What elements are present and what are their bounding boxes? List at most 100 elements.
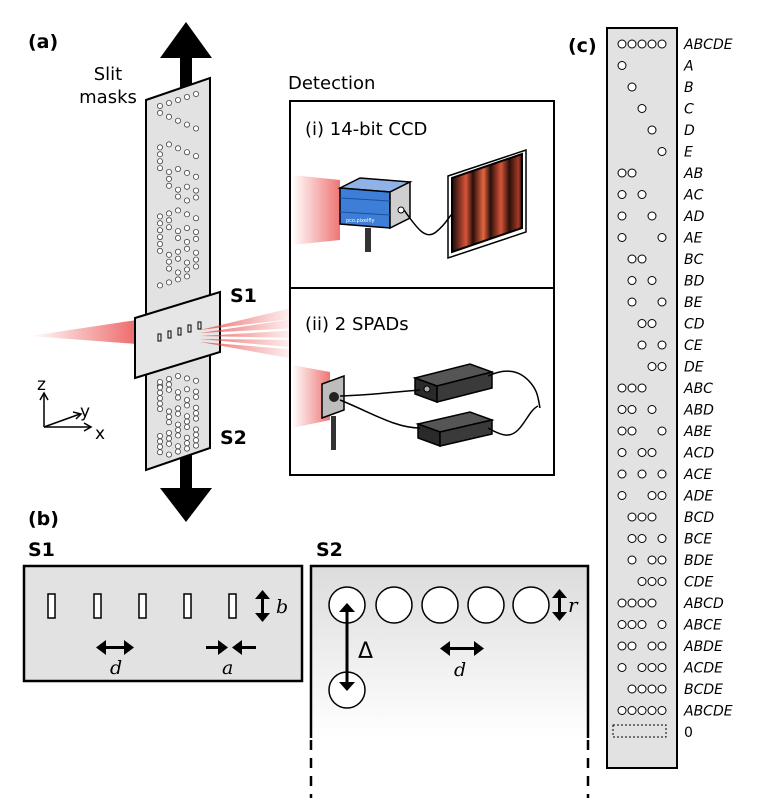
mask-hole (183, 266, 190, 273)
mask-hole (192, 388, 199, 395)
mask-row-label: AE (683, 231, 703, 247)
mask-hole (192, 187, 199, 194)
mask-row: ACDE (617, 661, 723, 677)
mask-hole (165, 381, 172, 388)
s2-label: S2 (220, 427, 247, 449)
mask-row: CDE (637, 575, 714, 591)
mask-hole (192, 415, 199, 422)
mask-row: ABCE (617, 618, 722, 634)
mask-hole (174, 421, 181, 428)
mask-row: BE (627, 295, 703, 311)
mask-row-label: E (684, 145, 693, 161)
slit-hole (647, 491, 657, 500)
mask-row: DE (647, 360, 704, 376)
empty-row-box (612, 724, 667, 738)
axis-y-label: y (80, 402, 90, 422)
mask-layout-rows: ABCDEABCDEABACADAEBCBDBECDCEDEABCABDABEA… (612, 37, 733, 741)
slit-hole (617, 405, 627, 414)
mask-row-label: ACE (683, 467, 712, 483)
mask-row: ABD (617, 403, 714, 419)
mask-hole (183, 225, 190, 232)
mask-hole (192, 431, 199, 438)
mask-hole (165, 451, 172, 458)
mask-row-label: BDE (684, 553, 713, 569)
mask-hole (192, 263, 199, 270)
mask-hole (192, 125, 199, 132)
down-arrow-icon (160, 455, 212, 522)
slit-hole (627, 534, 637, 543)
slit-hole (627, 405, 637, 414)
spad-detector-2-icon (415, 411, 495, 448)
slit-hole (647, 211, 657, 221)
mask-hole (165, 419, 172, 426)
mask-hole (183, 396, 190, 403)
mask-hole (174, 405, 181, 412)
s1-slits (157, 321, 202, 342)
mask-hole (156, 405, 163, 412)
mask-row-label: C (684, 102, 694, 118)
mask-hole (183, 259, 190, 266)
mask-hole (156, 165, 163, 172)
delta-arrow-icon (339, 603, 355, 691)
d-label-s2: d (454, 659, 466, 681)
b-label: b (276, 596, 288, 618)
slit-hole (647, 319, 657, 328)
spad-incoming-beam (292, 365, 330, 428)
mask-hole (183, 273, 190, 280)
slit-hole (637, 577, 647, 586)
slit-hole (657, 577, 667, 586)
mask-row-label: 0 (684, 725, 693, 741)
a-label: a (222, 657, 233, 679)
mask-hole (156, 395, 163, 402)
r-arrow-icon (552, 589, 567, 621)
mask-row-label: ABCDE (683, 704, 733, 720)
slit-hole (647, 706, 657, 715)
mask-hole (165, 413, 172, 420)
slit-hole (617, 641, 627, 651)
mask-hole (192, 173, 199, 180)
mask-hole (183, 238, 190, 245)
panel-label-c: (c) (568, 35, 597, 57)
mask-hole (156, 240, 163, 247)
mask-hole (192, 437, 199, 444)
mask-row-label: AC (683, 188, 704, 204)
mask-row: ACE (617, 467, 712, 483)
ccd-label: (i) 14-bit CCD (305, 119, 427, 140)
mask-hole (183, 149, 190, 156)
slit-hole (627, 297, 637, 307)
slit-hole (657, 362, 667, 371)
slit-hole (637, 706, 647, 715)
slit-hole (627, 39, 637, 49)
mask-hole (174, 269, 181, 276)
slit-hole (647, 641, 657, 651)
delta-label: Δ (358, 639, 373, 664)
slit-hole (617, 706, 627, 715)
mask-hole (174, 372, 181, 379)
mask-row: B (627, 80, 694, 96)
incoming-beam (30, 318, 150, 345)
mask-row: AE (617, 231, 703, 247)
mask-hole (174, 145, 181, 152)
mask-hole (174, 248, 181, 255)
mask-row: ABDE (617, 639, 723, 655)
slit-hole (627, 383, 637, 393)
mask-row-label: BC (684, 252, 704, 268)
mask-hole (183, 375, 190, 382)
interference-screen (447, 148, 527, 260)
slit-hole (647, 448, 657, 457)
d-arrow-s1-icon (96, 640, 134, 655)
mask-row: BCD (627, 510, 714, 526)
mask-hole (156, 400, 163, 407)
s1-panel-title: S1 (28, 539, 55, 561)
mask-row: BC (627, 252, 704, 268)
slit-hole (637, 340, 647, 350)
slit-hole (617, 383, 627, 393)
mask-hole (165, 210, 172, 217)
mask-hole (165, 168, 172, 175)
slit-masks-label-2: masks (79, 87, 137, 108)
mask-hole (165, 265, 172, 272)
mask-row-label: AB (683, 166, 703, 182)
slit-hole (637, 383, 647, 393)
spad-detector-1-icon (412, 363, 495, 404)
spad-label: (ii) 2 SPADs (305, 314, 409, 335)
